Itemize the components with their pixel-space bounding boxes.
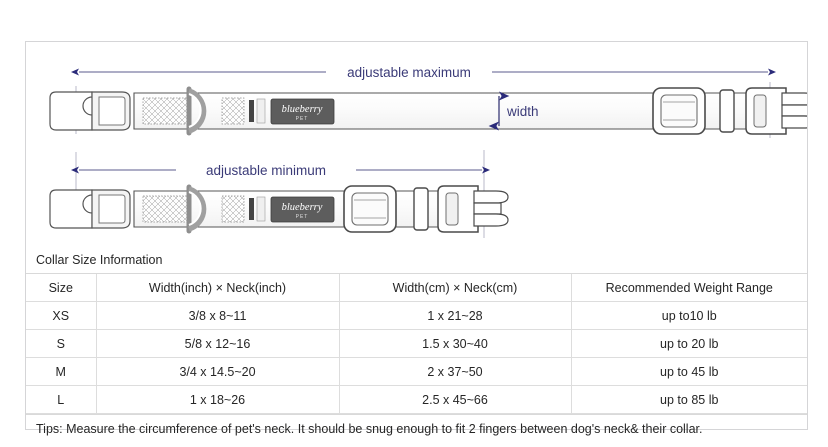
- brand-name-bottom: blueberry: [282, 202, 323, 213]
- collar-size-table-region: Collar Size Information Size Width(inch)…: [26, 247, 807, 436]
- cell-size: M: [26, 357, 96, 386]
- collar-diagram: adjustable maximum bl: [26, 42, 807, 246]
- cell-inch: 1 x 18~26: [95, 385, 339, 414]
- header-inch: Width(inch) × Neck(inch): [95, 274, 339, 302]
- table-title: Collar Size Information: [26, 247, 807, 274]
- brand-sub-bottom: PET: [296, 214, 309, 220]
- cell-inch: 5/8 x 12~16: [95, 329, 339, 358]
- width-label: width: [506, 104, 539, 119]
- header-size: Size: [26, 274, 96, 302]
- cell-weight: up to 85 lb: [570, 385, 807, 414]
- tips-text: Tips: Measure the circumference of pet's…: [26, 414, 807, 442]
- table-row: M 3/4 x 14.5~20 2 x 37~50 up to 45 lb: [26, 357, 807, 386]
- brand-tag-top: blueberry PET: [270, 98, 335, 125]
- table-header-row: Size Width(inch) × Neck(inch) Width(cm) …: [26, 274, 807, 302]
- header-weight: Recommended Weight Range: [570, 274, 807, 302]
- cell-size: S: [26, 329, 96, 358]
- cell-size: L: [26, 385, 96, 414]
- brand-tag-bottom: blueberry PET: [270, 196, 335, 223]
- cell-weight: up to 20 lb: [570, 329, 807, 358]
- size-chart-frame: adjustable maximum bl: [25, 41, 808, 436]
- collar-size-table: Size Width(inch) × Neck(inch) Width(cm) …: [26, 274, 807, 414]
- cell-weight: up to10 lb: [570, 301, 807, 330]
- cell-size: XS: [26, 301, 96, 330]
- cell-weight: up to 45 lb: [570, 357, 807, 386]
- cell-cm: 2 x 37~50: [338, 357, 571, 386]
- brand-sub-top: PET: [296, 116, 309, 122]
- cell-cm: 2.5 x 45~66: [338, 385, 571, 414]
- header-cm: Width(cm) × Neck(cm): [338, 274, 571, 302]
- table-row: XS 3/8 x 8~11 1 x 21~28 up to10 lb: [26, 301, 807, 330]
- collar-diagram-svg: adjustable maximum bl: [49, 65, 807, 238]
- adjustable-minimum-label: adjustable minimum: [206, 163, 326, 178]
- table-row: S 5/8 x 12~16 1.5 x 30~40 up to 20 lb: [26, 329, 807, 358]
- cell-cm: 1.5 x 30~40: [338, 329, 571, 358]
- cell-inch: 3/4 x 14.5~20: [95, 357, 339, 386]
- cell-inch: 3/8 x 8~11: [95, 301, 339, 330]
- adjustable-maximum-label: adjustable maximum: [347, 65, 471, 80]
- cell-cm: 1 x 21~28: [338, 301, 571, 330]
- brand-name-top: blueberry: [282, 104, 323, 115]
- table-row: L 1 x 18~26 2.5 x 45~66 up to 85 lb: [26, 385, 807, 414]
